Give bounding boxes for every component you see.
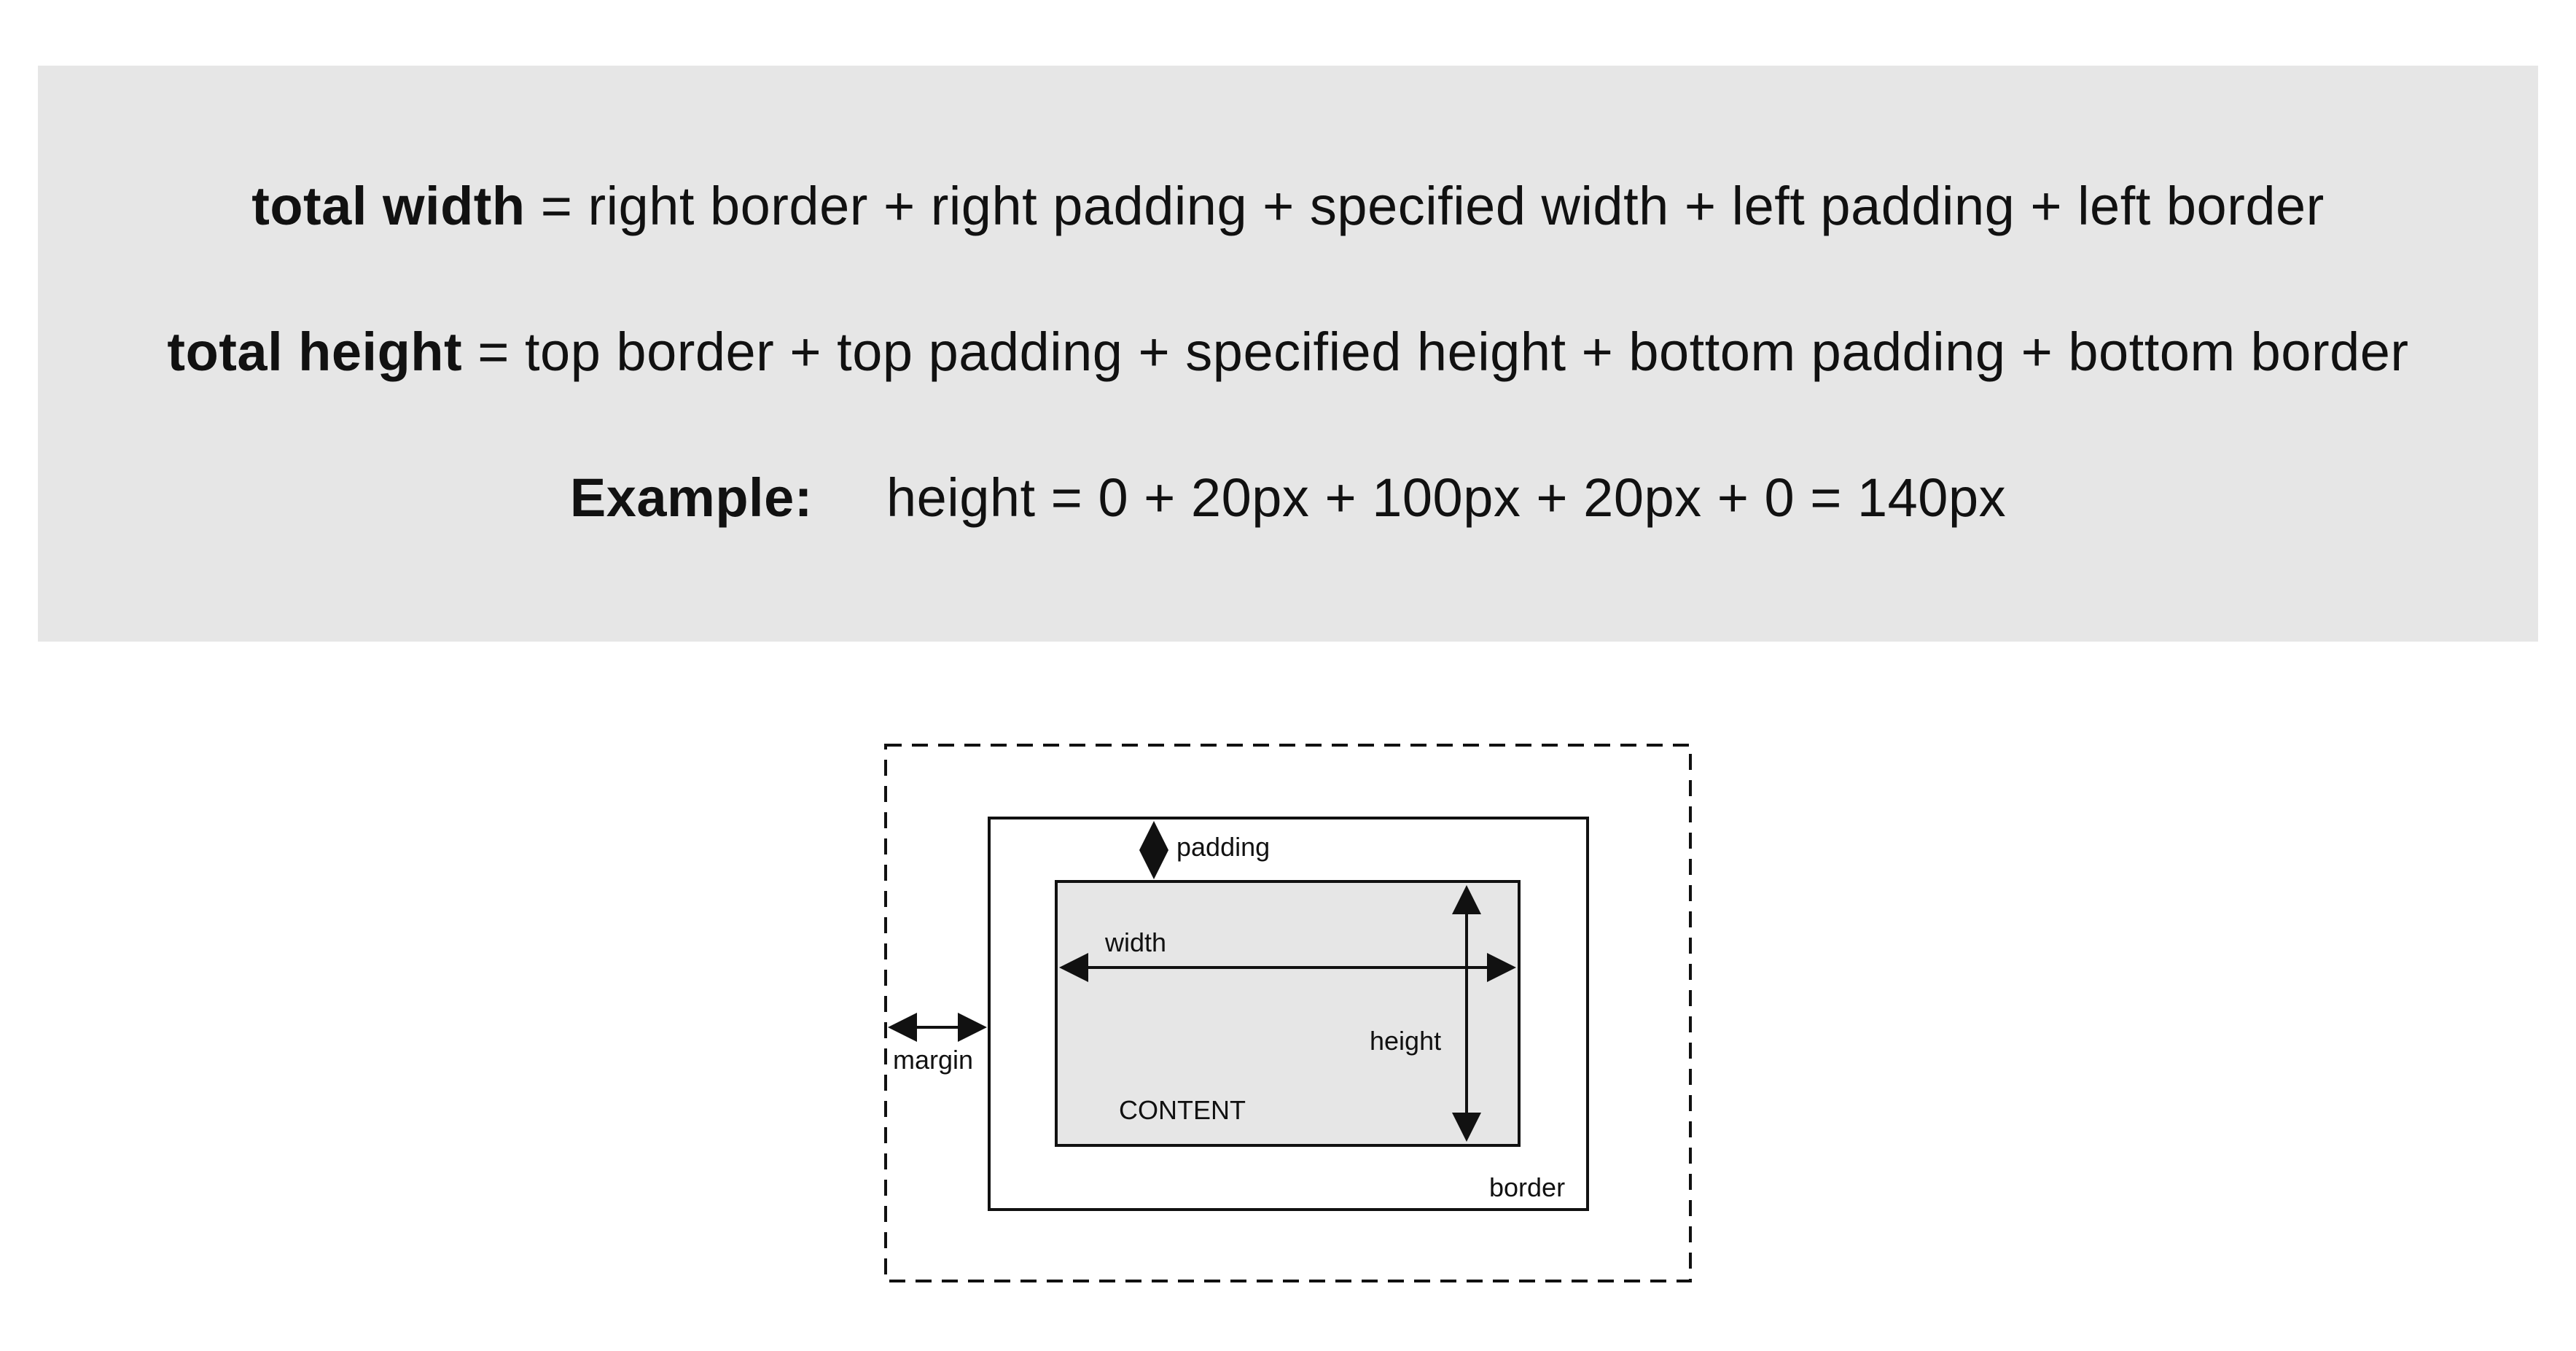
total-width-formula: total width = right border + right paddi… (38, 179, 2538, 233)
margin-box (884, 744, 1692, 1282)
formula-panel: total width = right border + right paddi… (38, 66, 2538, 642)
height-label: height (1370, 1026, 1441, 1056)
total-width-expression: = right border + right padding + specifi… (540, 176, 2325, 236)
border-box (988, 817, 1589, 1211)
content-box (1055, 880, 1521, 1147)
padding-label: padding (1176, 832, 1270, 862)
example-expression: height = 0 + 20px + 100px + 20px + 0 = 1… (886, 467, 2007, 528)
example-formula: Example: height = 0 + 20px + 100px + 20p… (38, 471, 2538, 525)
border-label: border (1489, 1172, 1565, 1202)
margin-label: margin (893, 1045, 973, 1075)
total-height-formula: total height = top border + top padding … (38, 325, 2538, 379)
total-width-term: total width (251, 176, 526, 236)
example-term: Example: (569, 467, 813, 528)
total-height-term: total height (167, 322, 463, 382)
width-label: width (1104, 927, 1166, 957)
content-label: CONTENT (1119, 1095, 1246, 1125)
total-height-expression: = top border + top padding + specified h… (477, 322, 2409, 382)
